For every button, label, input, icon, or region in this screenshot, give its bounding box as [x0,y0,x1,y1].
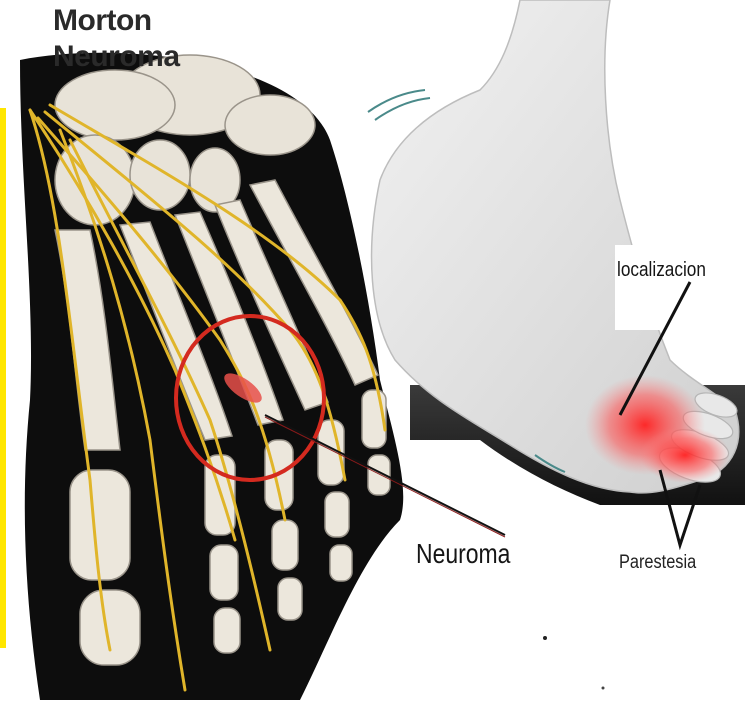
localizacion-label-box [615,245,745,330]
inflammation-glow-toes [640,427,730,483]
dot [602,687,605,690]
title-line-2: Neuroma [53,40,180,74]
title-line-1: Morton [53,4,152,38]
localizacion-label: localizacion [617,259,706,282]
neuroma-label: Neuroma [416,538,510,570]
parestesia-label: Parestesia [619,552,696,574]
yellow-bar [0,108,6,648]
dot [543,636,547,640]
